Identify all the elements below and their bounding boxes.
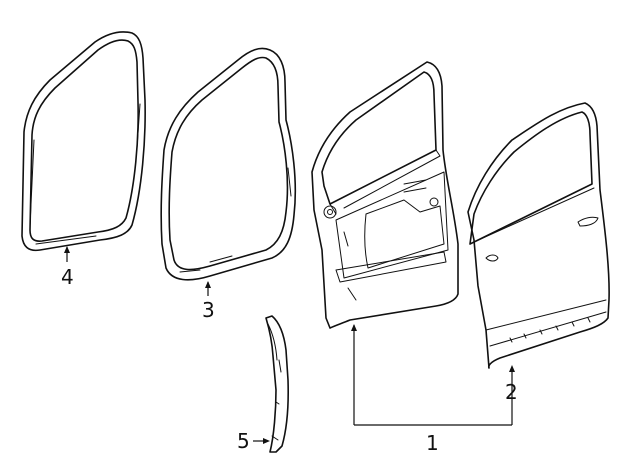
part-1-door-shell	[311, 61, 459, 329]
part-2-door-skin	[467, 102, 610, 369]
callout-4: 4	[61, 265, 74, 289]
callout-3: 3	[202, 298, 215, 322]
leader-lines	[64, 246, 515, 444]
callout-2: 2	[505, 380, 518, 404]
part-4-weatherstrip	[21, 31, 146, 252]
callout-1: 1	[426, 431, 439, 455]
part-5-trim	[265, 315, 289, 453]
part-3-weatherstrip	[160, 47, 297, 281]
callout-5: 5	[237, 429, 250, 453]
